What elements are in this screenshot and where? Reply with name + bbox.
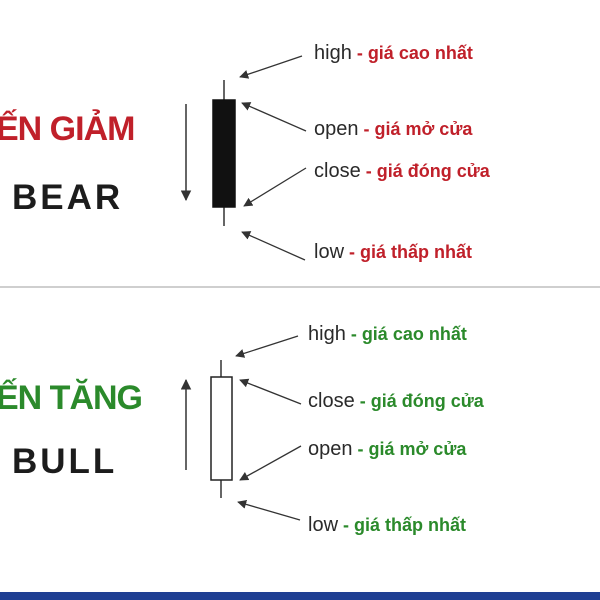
bear-label-open-term: open xyxy=(314,118,359,140)
panel-divider xyxy=(0,286,600,288)
bear-label-open-sep: - xyxy=(358,119,375,139)
bear-label-close-term: close xyxy=(314,160,361,182)
bull-label-low-sep: - xyxy=(338,515,355,535)
bull-label-close-vn: giá đóng cửa xyxy=(370,391,484,411)
bull-label-high: high - giá cao nhất xyxy=(308,323,467,346)
bull-label-open-sep: - xyxy=(352,439,369,459)
bear-label-close-sep: - xyxy=(360,161,377,181)
bear-label-low-term: low xyxy=(314,241,345,263)
bull-label-high-sep: - xyxy=(345,324,362,344)
bear-label-high-sep: - xyxy=(351,43,368,63)
bull-label-high-vn: giá cao nhất xyxy=(361,324,467,344)
bottom-accent-bar xyxy=(0,592,600,600)
bull-label-low: low - giá thấp nhất xyxy=(308,514,466,537)
bull-label-open: open - giá mở cửa xyxy=(308,438,466,461)
bear-label-close-vn: giá đóng cửa xyxy=(376,161,490,181)
bull-trend-name: BULL xyxy=(12,442,118,481)
bull-label-open-term: open xyxy=(308,438,353,460)
bull-label-open-vn: giá mở cửa xyxy=(368,439,467,459)
bear-label-low: low - giá thấp nhất xyxy=(314,241,472,264)
bull-label-close-sep: - xyxy=(354,391,371,411)
bull-label-close: close - giá đóng cửa xyxy=(308,390,484,413)
bull-label-close-term: close xyxy=(308,390,355,412)
bull-label-low-vn: giá thấp nhất xyxy=(354,515,467,535)
bear-label-low-vn: giá thấp nhất xyxy=(360,242,473,262)
bull-panel: ẾN TĂNG BULL high - giá cao nhất close -… xyxy=(0,291,600,591)
bull-trend-title: ẾN TĂNG xyxy=(0,379,143,417)
bear-label-high: high - giá cao nhất xyxy=(314,42,473,65)
bull-label-low-term: low xyxy=(308,514,339,536)
bear-label-close: close - giá đóng cửa xyxy=(314,160,490,183)
bear-panel: ẾN GIẢM BEAR high - giá cao nhất open - … xyxy=(0,0,600,286)
bear-label-open: open - giá mở cửa xyxy=(314,118,472,141)
bear-label-high-term: high xyxy=(314,42,352,64)
bear-label-high-vn: giá cao nhất xyxy=(367,43,473,63)
bear-label-open-vn: giá mở cửa xyxy=(374,119,473,139)
bear-trend-title: ẾN GIẢM xyxy=(0,110,135,148)
bear-label-low-sep: - xyxy=(344,242,361,262)
bull-label-high-term: high xyxy=(308,323,346,345)
bear-trend-name: BEAR xyxy=(12,178,124,217)
